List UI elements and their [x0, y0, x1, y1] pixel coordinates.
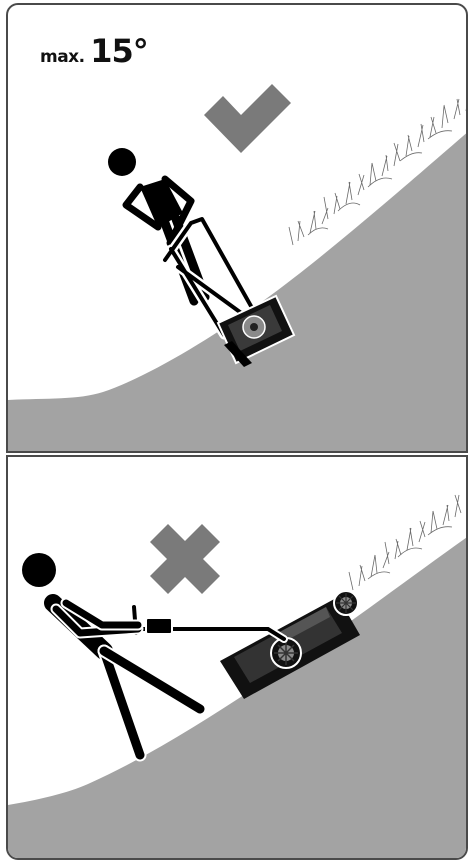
cross-mark-icon [150, 524, 220, 594]
max-angle: 15° [90, 32, 148, 70]
slope-hill [8, 535, 468, 860]
mower-wheel [271, 638, 301, 668]
correct-illustration [8, 5, 468, 453]
wrong-panel [6, 455, 468, 860]
wrong-illustration [8, 457, 468, 860]
correct-panel: max. 15° [6, 3, 468, 453]
check-mark-icon [204, 84, 291, 153]
handle-battery-box [146, 618, 172, 634]
max-prefix: max. [40, 47, 85, 67]
mower-wheel [334, 591, 358, 615]
max-slope-label: max. 15° [40, 35, 148, 67]
